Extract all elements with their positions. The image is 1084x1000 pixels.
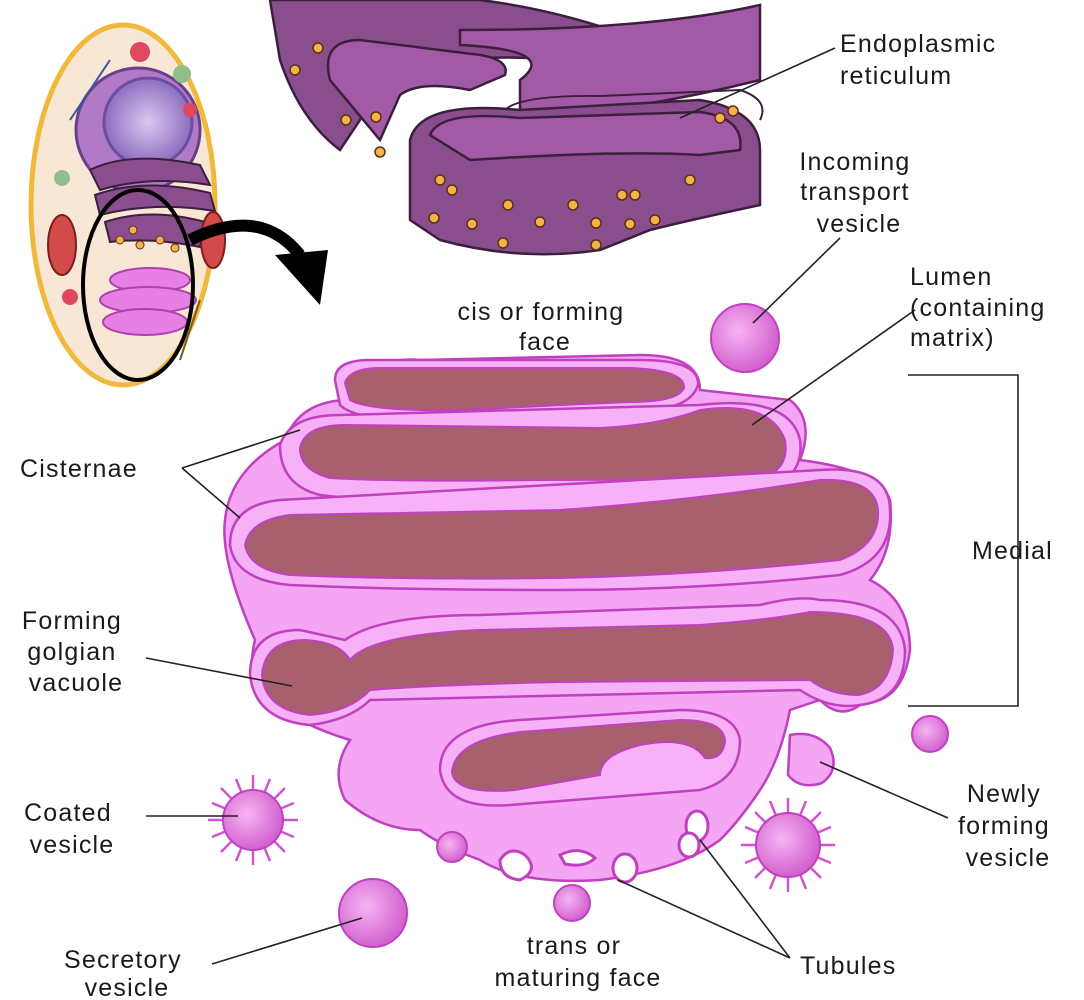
label-coated-vesicle: Coated vesicle	[24, 799, 120, 859]
inset-vesicle	[62, 289, 78, 305]
coated-vesicle-right	[741, 798, 835, 892]
label-medial: Medial	[972, 537, 1053, 565]
secretory-vesicle	[339, 879, 407, 947]
inset-mitochondrion-left	[48, 215, 76, 275]
label-incoming-transport-vesicle: Incoming transport vesicle	[799, 148, 918, 238]
small-vesicle	[437, 832, 467, 862]
label-newly-forming-vesicle: Newly forming vesicle	[958, 780, 1058, 872]
inset-vacuole	[173, 65, 191, 83]
label-cis-face: cis or forming face	[458, 298, 633, 356]
cell-inset	[31, 25, 225, 385]
label-tubules: Tubules	[800, 952, 896, 980]
newly-forming-vesicle-small	[912, 716, 948, 752]
nucleus	[104, 78, 192, 166]
label-trans-face: trans or maturing face	[494, 932, 661, 992]
coated-vesicle-left	[208, 775, 298, 865]
small-vesicle	[554, 885, 590, 921]
inset-vesicle	[130, 42, 150, 62]
inset-vesicle	[183, 103, 197, 117]
golgi-apparatus	[224, 355, 910, 882]
inset-vacuole	[54, 170, 70, 186]
label-secretory-vesicle: Secretory vesicle	[64, 946, 190, 1000]
label-endoplasmic-reticulum: Endoplasmic reticulum	[840, 30, 1004, 90]
endoplasmic-reticulum	[270, 0, 763, 254]
inset-mitochondrion-right	[201, 212, 225, 268]
incoming-transport-vesicle	[711, 304, 779, 372]
label-cisternae: Cisternae	[20, 455, 138, 483]
label-lumen: Lumen (containing matrix)	[910, 263, 1054, 352]
label-forming-golgian-vacuole: Forming golgian vacuole	[22, 607, 130, 697]
inset-golgi	[100, 268, 196, 335]
